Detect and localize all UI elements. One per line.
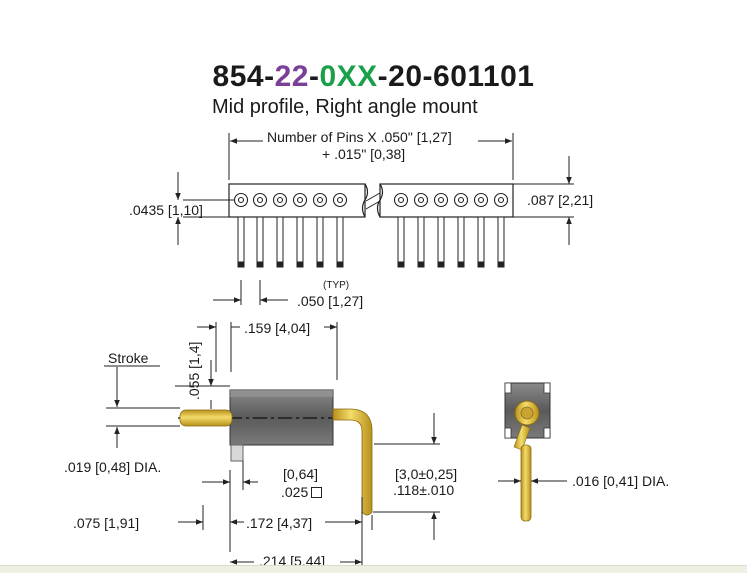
plunger-pin (179, 409, 233, 427)
end-view (498, 382, 567, 522)
dim-019-dia: .019 [0,48] DIA. (64, 459, 162, 475)
end-view-pin (520, 444, 532, 522)
socket-holes-left (233, 192, 348, 208)
pin-count-dim-line1: Number of Pins X .050" [1,27] (267, 129, 452, 145)
pins (237, 216, 505, 268)
square-symbol-icon (311, 487, 323, 498)
height-dim-left: .0435 [1,10] (129, 202, 203, 218)
pin-count-dim-line2: + .015" [0,38] (322, 146, 406, 162)
dim-064: [0,64] (283, 466, 319, 482)
typ-note: (TYP) (323, 280, 350, 291)
right-angle-tail (332, 408, 373, 516)
dim-118: .118±.010 (393, 482, 455, 498)
stroke-label: Stroke (108, 350, 149, 366)
height-dim-right: .087 [2,21] (527, 192, 594, 208)
bottom-band (0, 565, 747, 573)
part-number-code: 0XX (319, 60, 378, 93)
socket-holes-right (393, 192, 509, 208)
dim-025-text: .025 (281, 484, 309, 500)
dim-016-dia: .016 [0,41] DIA. (572, 473, 670, 489)
part-number-sep: - (308, 60, 320, 93)
housing-right (379, 183, 514, 218)
dim-3mm: [3,0±0,25] (395, 466, 458, 482)
part-number-suffix: -20-601101 (377, 60, 535, 93)
dim-172: .172 [4,37] (246, 515, 313, 531)
pitch-dim: .050 [1,27] (297, 293, 364, 309)
part-number-title: 854-22-0XX-20-601101 (0, 60, 747, 94)
dim-055: .055 [1,4] (186, 341, 202, 400)
dim-025: .025 (281, 484, 323, 500)
dim-159: .159 [4,04] (244, 320, 311, 336)
subtitle: Mid profile, Right angle mount (212, 96, 478, 118)
top-view (175, 133, 574, 305)
part-number-prefix: 854- (212, 60, 275, 93)
dim-075: .075 [1,91] (73, 515, 140, 531)
part-number-mid: 22 (274, 60, 309, 93)
side-view (104, 322, 440, 570)
